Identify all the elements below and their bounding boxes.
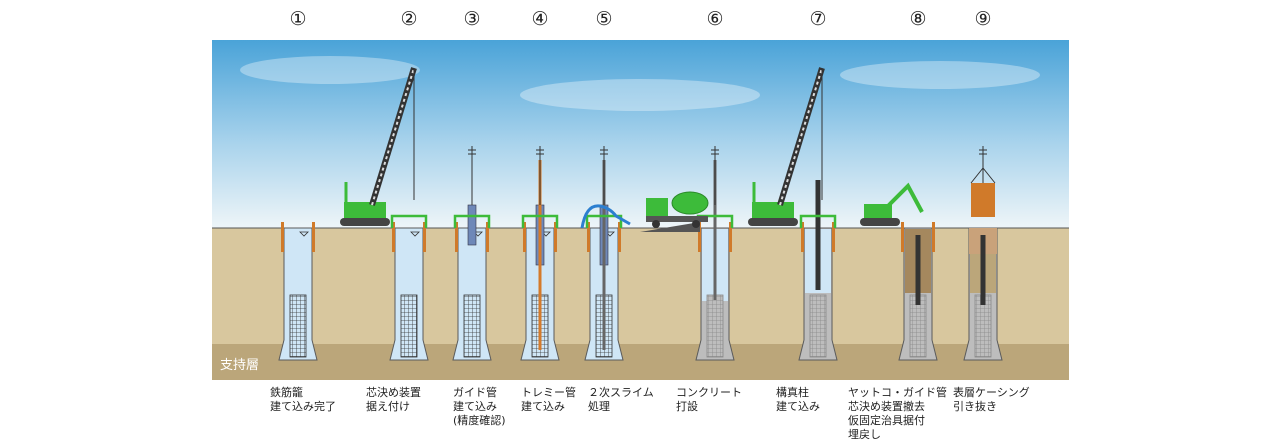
rebar-cage — [289, 294, 307, 358]
casing-right — [618, 222, 621, 252]
step-number-7: ⑦ — [809, 8, 827, 30]
centering-frame — [453, 214, 491, 228]
casing-left — [392, 222, 395, 252]
casing-left — [587, 222, 590, 252]
step-number-9: ⑨ — [974, 8, 992, 30]
cloud — [520, 79, 760, 111]
crawler-track — [748, 218, 798, 226]
sling — [970, 167, 996, 184]
casing-right — [486, 222, 489, 252]
hook-icon — [536, 149, 544, 155]
casing-left — [698, 222, 701, 252]
bearing-layer — [212, 344, 1069, 380]
hook-icon — [711, 149, 719, 155]
mixer-truck — [640, 191, 709, 232]
crawler-crane-2 — [748, 67, 825, 226]
ground — [212, 228, 1069, 344]
pile-hole-1 — [278, 222, 318, 361]
ramp — [640, 222, 700, 232]
guide-pipe — [467, 204, 477, 246]
casing-right — [729, 222, 732, 252]
support-layer-label: 支持層 — [220, 358, 260, 373]
casing-right — [932, 222, 935, 252]
casing-right — [554, 222, 557, 252]
centering-frame — [521, 214, 559, 228]
excavator — [860, 182, 924, 226]
step-label-8: ヤットコ・ガイド管 芯決め装置撤去 仮固定治具据付 埋戻し — [848, 386, 947, 441]
pile-hole-8 — [898, 222, 938, 361]
excavator-body — [864, 204, 892, 218]
truck-wheel — [692, 220, 700, 228]
tremie-pipe — [538, 160, 542, 350]
step-number-1: ① — [289, 8, 307, 30]
rebar-cage — [706, 294, 724, 358]
step-label-6: コンクリート 打設 — [676, 386, 742, 413]
slime-hose — [580, 204, 631, 229]
centering-frame — [390, 214, 428, 228]
casing-right — [312, 222, 315, 252]
crane-body — [752, 202, 794, 218]
column-pipe — [980, 235, 986, 305]
tremie-pipe — [713, 160, 717, 300]
step-number-3: ③ — [463, 8, 481, 30]
step-label-3: ガイド管 建て込み (精度確認) — [453, 386, 506, 427]
column-pipe — [915, 235, 921, 305]
pile-hole-3 — [452, 146, 492, 361]
step-label-2: 芯決め装置 据え付け — [366, 386, 421, 413]
excavator-track — [860, 218, 900, 226]
casing-left — [901, 222, 904, 252]
casing-left — [281, 222, 284, 252]
step-number-5: ⑤ — [595, 8, 613, 30]
truck-chassis — [646, 216, 708, 222]
pile-holes — [278, 146, 1003, 361]
centering-frame — [585, 214, 623, 228]
hook-icon — [600, 149, 608, 155]
hook-icon — [468, 149, 476, 155]
centering-frame — [799, 214, 837, 228]
crane-boom — [777, 67, 825, 206]
truck-cab — [646, 198, 668, 218]
step-label-9: 表層ケーシング 引き抜き — [953, 386, 1030, 413]
casing-left — [455, 222, 458, 252]
truck-wheel — [652, 220, 660, 228]
casing-left — [801, 222, 804, 252]
tremie-pipe — [602, 160, 606, 350]
casing-left — [523, 222, 526, 252]
pile-hole-5 — [584, 146, 624, 361]
water-level-mark — [299, 231, 309, 237]
pile-hole-4 — [520, 146, 560, 361]
step-label-5: ２次スライム 処理 — [588, 386, 654, 413]
casing-right — [423, 222, 426, 252]
pile-hole-9 — [963, 146, 1003, 361]
cloud — [840, 61, 1040, 89]
pile-hole-6 — [695, 146, 735, 361]
step-number-6: ⑥ — [706, 8, 724, 30]
rebar-cage — [463, 294, 481, 358]
column-pipe — [815, 180, 821, 290]
rebar-cage — [400, 294, 418, 358]
pile-hole-7 — [798, 180, 838, 361]
crane-body — [344, 202, 386, 218]
water-level-mark — [410, 231, 420, 237]
mixer-drum — [671, 191, 709, 215]
sky — [212, 40, 1069, 228]
hoisted-casing — [971, 183, 995, 217]
step-label-4: トレミー管 建て込み — [521, 386, 576, 413]
crawler-crane-1 — [340, 67, 417, 226]
crawler-track — [340, 218, 390, 226]
pile-hole-2 — [389, 214, 429, 361]
step-number-8: ⑧ — [909, 8, 927, 30]
crane-boom — [369, 67, 417, 206]
rebar-cage — [809, 294, 827, 358]
machines — [340, 67, 996, 232]
step-number-4: ④ — [531, 8, 549, 30]
step-label-7: 構真柱 建て込み — [776, 386, 820, 413]
step-label-1: 鉄筋籠 建て込み完了 — [270, 386, 336, 413]
cloud — [240, 56, 420, 84]
step-number-2: ② — [400, 8, 418, 30]
casing-right — [832, 222, 835, 252]
excavator-arm — [886, 182, 924, 213]
